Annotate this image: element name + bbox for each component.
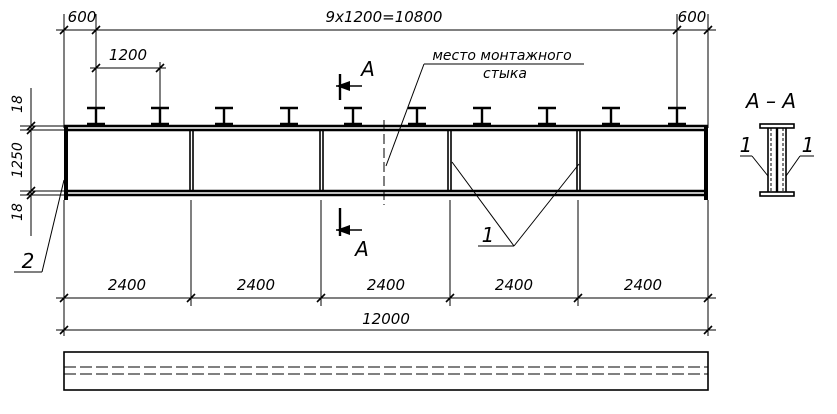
top-dimension-chain: 600 9x1200=10800 600	[56, 8, 716, 128]
joint-label-line1: место монтажного	[432, 48, 571, 64]
bottom-dimension-chain: 2400 2400 2400 2400 2400 12000	[56, 200, 716, 336]
section-mark-bottom-label: A	[353, 237, 369, 261]
beam-elevation	[64, 120, 708, 205]
section-mark-bottom: A	[336, 208, 369, 261]
dim-web-height: 1250	[10, 142, 26, 178]
dim-end-right: 600	[678, 8, 707, 26]
section-a-a: A – A 1 1	[740, 89, 815, 197]
dim-total-spacing: 9x1200=10800	[326, 8, 443, 26]
callout-2: 2	[14, 179, 65, 273]
dim-flange-top: 18	[10, 95, 26, 113]
callout-2-label: 2	[22, 249, 35, 273]
dim-panel-4: 2400	[495, 276, 533, 294]
purlin-section	[408, 106, 426, 126]
purlin-row	[87, 106, 686, 126]
dim-panel-1: 2400	[108, 276, 146, 294]
section-title: A – A	[744, 89, 796, 113]
purlin-section	[602, 106, 620, 126]
dim-flange-bottom: 18	[10, 203, 26, 221]
dim-end-left: 600	[68, 8, 97, 26]
purlin-section	[87, 106, 105, 126]
joint-label-line2: стыка	[483, 66, 527, 82]
section-callout-left: 1	[740, 133, 753, 157]
purlin-section	[473, 106, 491, 126]
dim-panel-2: 2400	[237, 276, 275, 294]
left-dimension-chain: 18 1250 18	[10, 88, 66, 236]
dim-total-length: 12000	[362, 310, 410, 328]
purlin-section	[668, 106, 686, 126]
joint-leader: место монтажного стыка	[385, 48, 584, 167]
purlin-section	[151, 106, 169, 126]
section-callout-right: 1	[802, 133, 815, 157]
section-mark-top: A	[336, 57, 375, 100]
callout-1: 1	[451, 161, 580, 247]
purlin-section	[280, 106, 298, 126]
dim-panel-3: 2400	[367, 276, 405, 294]
purlin-section	[215, 106, 233, 126]
callout-1-label: 1	[482, 223, 495, 247]
dim-spacing: 1200	[109, 46, 147, 64]
dim-panel-5: 2400	[624, 276, 662, 294]
purlin-section	[344, 106, 362, 126]
section-mark-top-label: A	[359, 57, 375, 81]
purlin-section	[538, 106, 556, 126]
plan-view	[63, 351, 709, 391]
spacing-dimension: 1200	[90, 46, 166, 110]
